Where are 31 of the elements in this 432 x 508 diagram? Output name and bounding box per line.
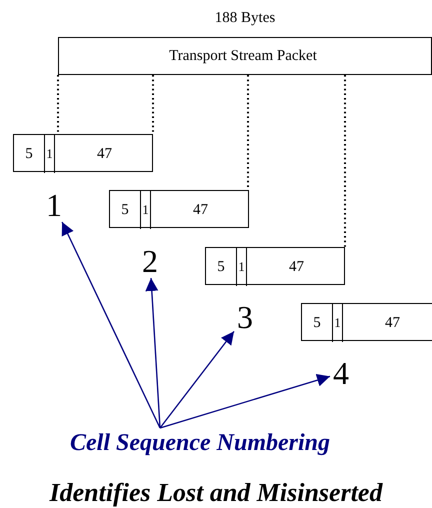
payload-field: 47 [151,191,250,229]
cell-box [13,134,153,172]
sequence-number: 4 [330,356,352,390]
payload-field: 47 [55,135,154,173]
sequence-number: 2 [139,244,161,278]
header-field: 5 [302,304,332,342]
payload-field: 47 [247,248,346,286]
dotted-line [247,75,249,190]
sequence-field: 1 [140,191,151,229]
cell-box [301,303,432,341]
dotted-line [152,75,154,134]
cell-box [109,190,249,228]
header-field: 5 [206,248,236,286]
arrow [145,278,161,428]
arrow [159,330,235,428]
payload-field: 47 [343,304,432,342]
arrow [160,374,330,429]
header-field: 5 [14,135,44,173]
dotted-line [57,75,59,134]
sequence-field: 1 [332,304,343,342]
caption-text: Identifies Lost and Misinserted [48,477,384,508]
dotted-line [344,75,346,247]
sequence-number: 3 [234,300,256,334]
cell-box [205,247,345,285]
header-field: 5 [110,191,140,229]
size-label: 188 Bytes [214,9,276,28]
sequence-number: 1 [43,188,65,222]
sequence-field: 1 [44,135,55,173]
sequence-field: 1 [236,248,247,286]
caption-text: Cell Sequence Numbering [24,428,376,458]
arrow [62,222,161,428]
